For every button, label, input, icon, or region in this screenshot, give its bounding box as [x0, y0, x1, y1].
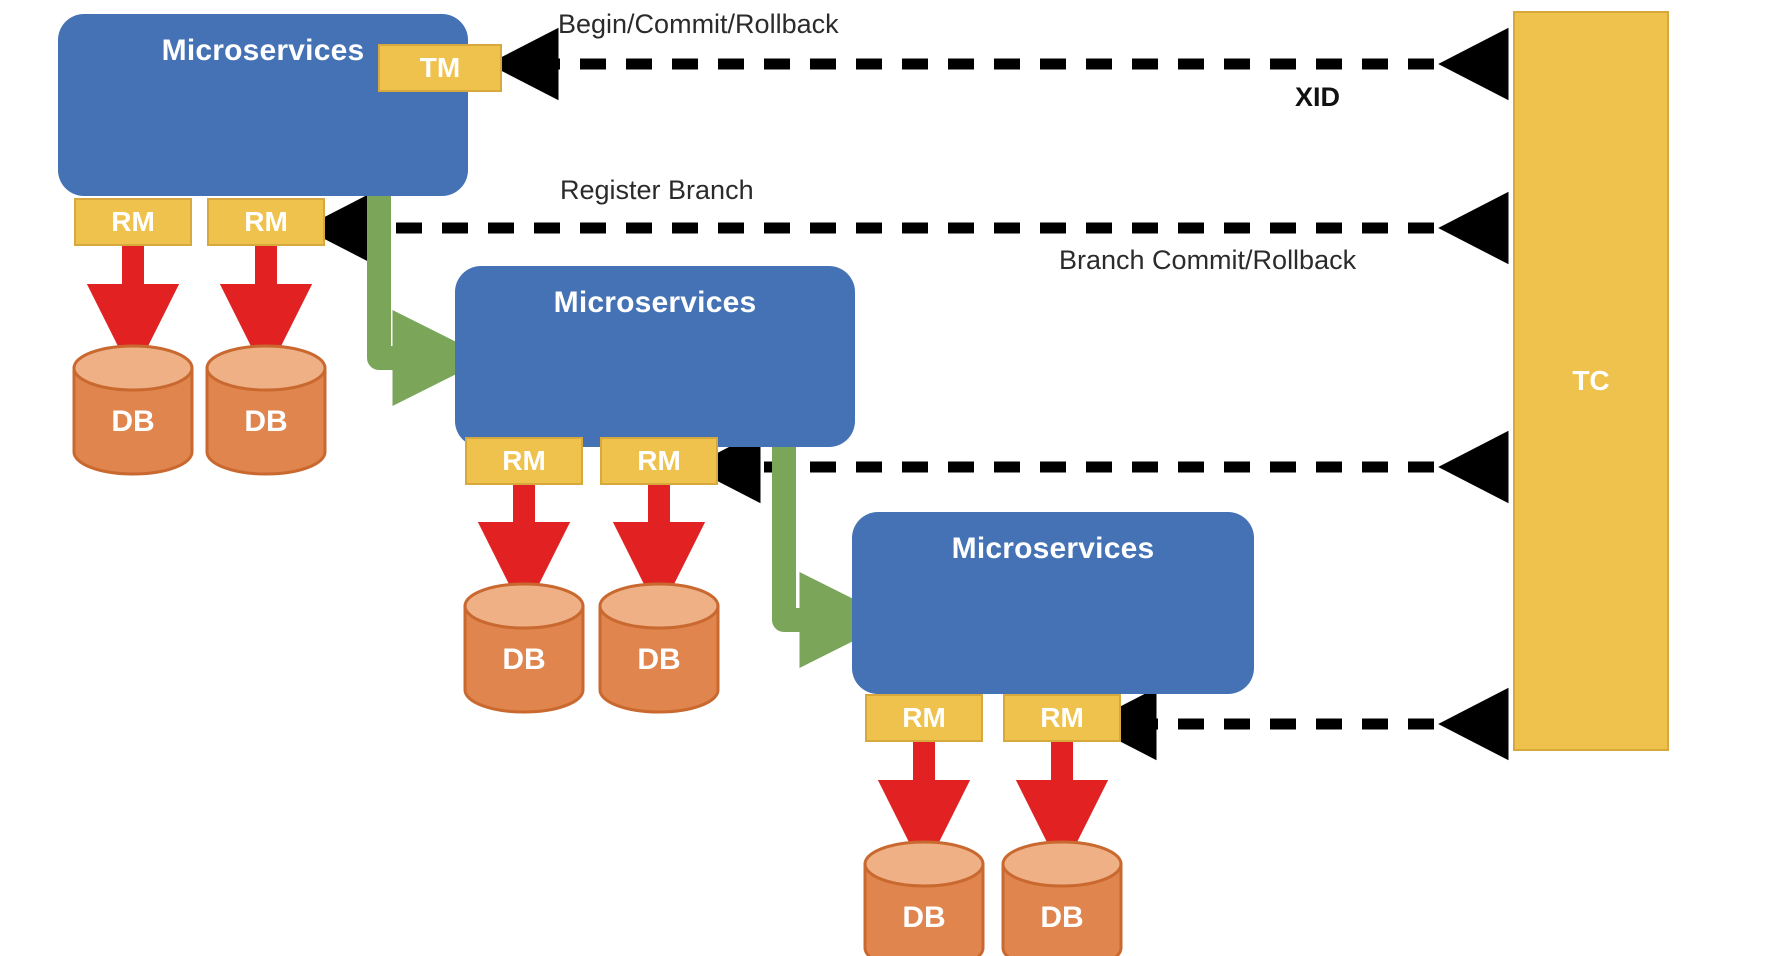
edge-label-branch-commit-rollback: Branch Commit/Rollback [1059, 245, 1357, 275]
rm-chip-service1-a[interactable]: RM [74, 198, 192, 246]
tc-box[interactable]: TC [1513, 11, 1669, 751]
rm-label: RM [244, 206, 288, 237]
database-cylinder [1001, 840, 1123, 956]
edge-label-begin-commit-rollback: Begin/Commit/Rollback [558, 9, 839, 39]
rm-label: RM [637, 445, 681, 476]
database-cylinder [205, 344, 327, 476]
tc-label: TC [1572, 365, 1610, 396]
database-cylinders [72, 344, 1123, 956]
rm-chip-service3-a[interactable]: RM [865, 694, 983, 742]
database-cylinder [463, 582, 585, 714]
rm-chip-service3-b[interactable]: RM [1003, 694, 1121, 742]
microservices-label: Microservices [553, 286, 757, 319]
tm-chip[interactable]: TM [378, 44, 502, 92]
edge-label-xid: XID [1295, 82, 1341, 112]
connector-service2-to-service3 [772, 432, 896, 668]
microservices-box-2[interactable]: Microservices [455, 266, 855, 447]
microservices-box-3[interactable]: Microservices [852, 512, 1254, 694]
connector-service1-to-service2 [367, 190, 489, 406]
rm-label: RM [1040, 702, 1084, 733]
rm-chip-service1-b[interactable]: RM [207, 198, 325, 246]
microservices-label: Microservices [161, 34, 365, 67]
rm-label: RM [902, 702, 946, 733]
edge-label-register-branch: Register Branch [560, 175, 754, 205]
database-cylinder [598, 582, 720, 714]
tm-label: TM [419, 52, 461, 83]
microservices-label: Microservices [951, 532, 1155, 565]
database-cylinder [863, 840, 985, 956]
rm-label: RM [111, 206, 155, 237]
database-cylinder [72, 344, 194, 476]
rm-label: RM [502, 445, 546, 476]
microservices-box-1[interactable]: Microservices [58, 14, 468, 196]
connector-rm-to-db-group [86, 245, 1109, 873]
rm-chip-service2-a[interactable]: RM [465, 437, 583, 485]
rm-chip-service2-b[interactable]: RM [600, 437, 718, 485]
